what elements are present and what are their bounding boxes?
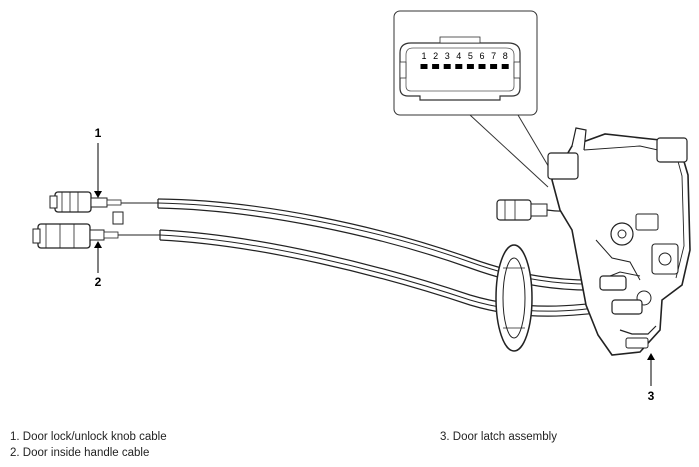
connector-pin-label: 5 [468, 51, 473, 61]
connector-pin-label: 2 [433, 51, 438, 61]
legend-right-column: 3. Door latch assembly [440, 429, 557, 445]
connector-pin-slot [490, 64, 498, 69]
callout-1-label: 1 [95, 126, 102, 140]
cable-grommet [495, 244, 533, 352]
legend-item-inside-handle-cable: 2. Door inside handle cable [10, 447, 150, 459]
connector-pin-label: 3 [445, 51, 450, 61]
connector-pin-slot [478, 64, 486, 69]
legend-item-door-latch-assembly: 3. Door latch assembly [440, 431, 557, 443]
cable-end-fittings [32, 191, 124, 249]
door-latch-assembly [496, 127, 691, 356]
connector-pin-label: 7 [491, 51, 496, 61]
connector-pin-slot [420, 64, 428, 69]
connector-pin-label: 1 [421, 51, 426, 61]
connector-pin-label: 4 [456, 51, 461, 61]
legend-item-lock-knob-cable: 1. Door lock/unlock knob cable [10, 431, 167, 443]
inside-handle-cable [118, 229, 621, 317]
lock-knob-cable [121, 198, 601, 291]
connector-pin-slot [443, 64, 451, 69]
connector-pin-slot [432, 64, 440, 69]
connector-pin-label: 6 [479, 51, 484, 61]
connector-pin-slots [420, 64, 509, 69]
connector-pin-slot [466, 64, 474, 69]
legend-left-column: 1. Door lock/unlock knob cable 2. Door i… [10, 429, 167, 461]
connector-pin-label: 8 [503, 51, 508, 61]
connector-pin-slot [455, 64, 463, 69]
callout-3-label: 3 [648, 389, 655, 403]
connector-pin-slot [501, 64, 509, 69]
callout-2-label: 2 [95, 275, 102, 289]
